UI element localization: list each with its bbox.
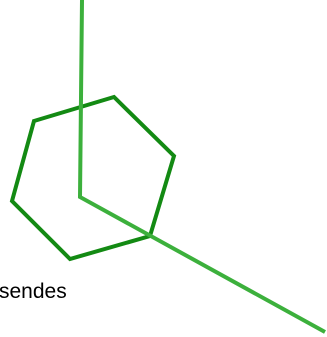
diagram-label: sendes (0, 280, 67, 303)
angled-connector-line (77, 0, 326, 334)
